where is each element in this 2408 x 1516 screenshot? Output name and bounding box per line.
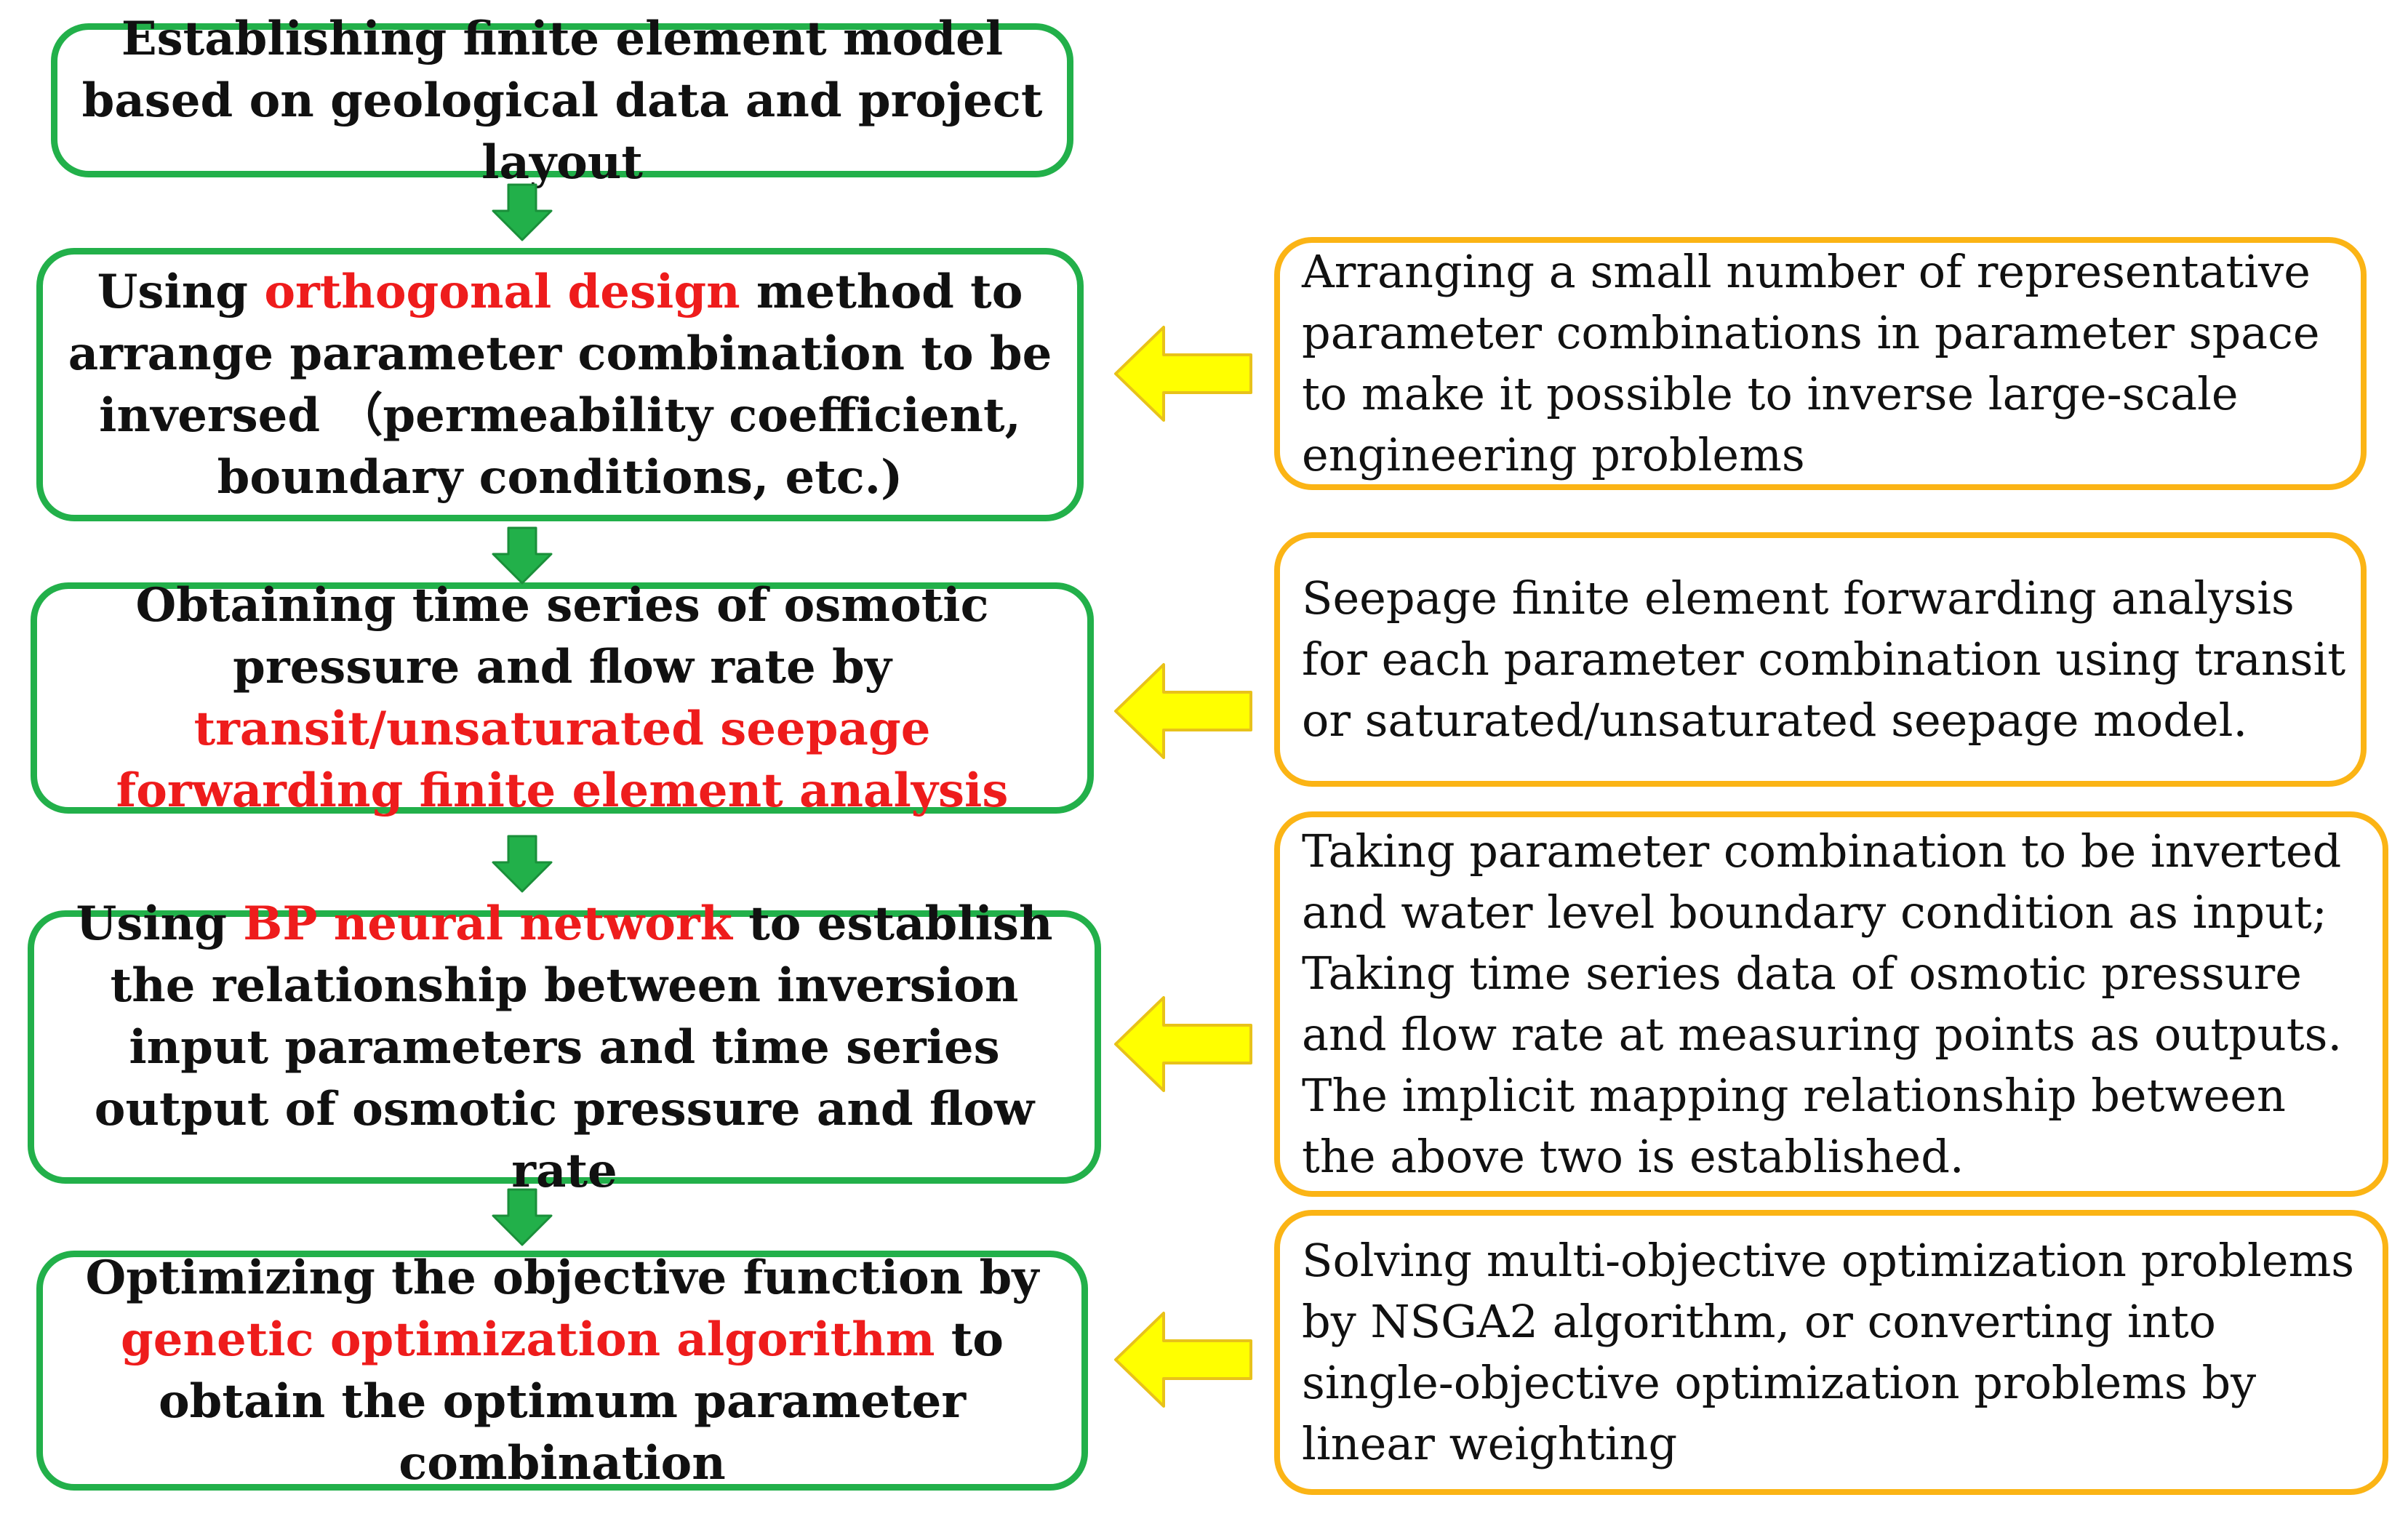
down-arrow-icon-2 [492,526,553,585]
step-text-2-part-1: Using [97,265,265,319]
note-box-3: Taking parameter combination to be inver… [1274,811,2388,1197]
note-text-4: Solving multi-objective optimization pro… [1302,1234,2355,1470]
step-text-5: Optimizing the objective function by gen… [62,1247,1063,1494]
step-text-1: Establishing finite element model based … [76,8,1048,193]
step-box-2: Using orthogonal design method to arrang… [36,248,1084,521]
step-text-4-part-1: Using [76,896,244,951]
step-text-5-highlight: genetic optimization algorithm [121,1312,935,1367]
step-text-3: Obtaining time series of osmotic pressur… [56,574,1068,822]
step-box-1: Establishing finite element model based … [51,12,1073,190]
step-text-4-highlight: BP neural network [243,896,732,951]
step-text-2-highlight: orthogonal design [264,265,740,319]
down-arrow-icon-3 [492,835,553,893]
left-arrow-icon-3 [1114,996,1252,1092]
step-box-3: Obtaining time series of osmotic pressur… [31,578,1094,818]
note-box-4: Solving multi-objective optimization pro… [1274,1210,2388,1495]
step-text-3-part-1: Obtaining time series of osmotic pressur… [135,578,989,694]
step-text-2-part-3: method to arrange parameter combination … [68,265,1052,505]
left-arrow-icon-2 [1114,663,1252,759]
step-text-3-highlight: transit/unsaturated seepage forwarding f… [116,702,1009,818]
step-text-5-part-3: to obtain the optimum parameter combinat… [158,1312,1004,1491]
step-text-5-part-1: Optimizing the objective function by [85,1251,1039,1305]
left-arrow-icon-1 [1114,326,1252,422]
down-arrow-icon-4 [492,1188,553,1246]
step-text-1-part-1: Establishing finite element model based … [81,11,1043,190]
step-box-4: Using BP neural network to establish the… [28,897,1101,1198]
step-text-2: Using orthogonal design method to arrang… [62,261,1058,508]
note-box-2: Seepage finite element forwarding analys… [1274,532,2367,787]
note-text-3: Taking parameter combination to be inver… [1302,825,2343,1183]
note-box-1: Arranging a small number of representati… [1274,237,2367,490]
left-arrow-icon-4 [1114,1312,1252,1408]
down-arrow-icon-1 [492,183,553,241]
note-text-1: Arranging a small number of representati… [1302,245,2320,481]
step-box-5: Optimizing the objective function by gen… [36,1251,1088,1491]
step-text-4: Using BP neural network to establish the… [53,893,1076,1202]
step-text-4-part-3: to establish the relationship between in… [94,896,1053,1198]
note-text-2: Seepage finite element forwarding analys… [1302,571,2346,747]
